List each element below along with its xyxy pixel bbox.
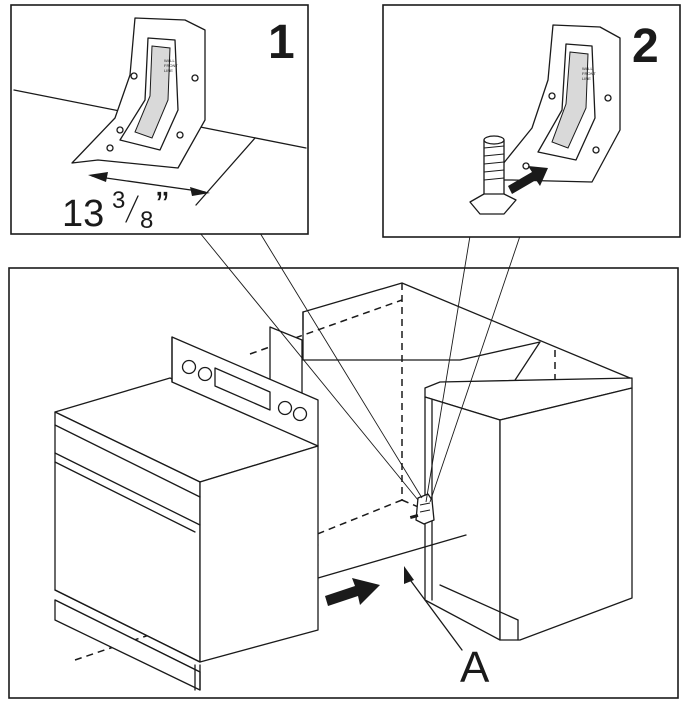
step-number-1: 1 — [268, 16, 295, 69]
svg-text:LINE: LINE — [582, 76, 591, 81]
callout-a-label: A — [460, 643, 490, 692]
measurement-whole: 13 — [62, 193, 104, 235]
slide-arrow — [508, 166, 548, 194]
floor-guide-line — [317, 534, 467, 579]
step-number-2: 2 — [632, 20, 659, 73]
right-cabinet — [424, 377, 633, 641]
range-appliance — [54, 336, 319, 691]
callout-a: A — [404, 566, 490, 692]
detail-panel-1: WALL FRONT LINE 13 3 8 ” 1 — [10, 4, 309, 235]
bracket-1: WALL FRONT LINE — [71, 17, 206, 169]
svg-text:WALL: WALL — [582, 66, 594, 71]
anti-tip-bracket-small — [409, 493, 435, 525]
measurement-denominator: 8 — [140, 207, 153, 234]
detail-panel-2: WALL FRONT LINE 2 — [382, 4, 681, 238]
leader-lines — [199, 232, 521, 503]
measurement-numerator: 3 — [112, 187, 125, 214]
svg-text:WALL: WALL — [164, 58, 176, 63]
svg-text:FRONT: FRONT — [164, 63, 178, 68]
svg-text:FRONT: FRONT — [582, 71, 596, 76]
push-arrow — [325, 578, 380, 606]
measurement-unit: ” — [156, 185, 169, 227]
detail-panel-2-frame — [382, 4, 681, 238]
bracket-2: WALL FRONT LINE — [489, 24, 621, 183]
leveling-leg — [469, 135, 517, 215]
svg-text:LINE: LINE — [164, 68, 173, 73]
